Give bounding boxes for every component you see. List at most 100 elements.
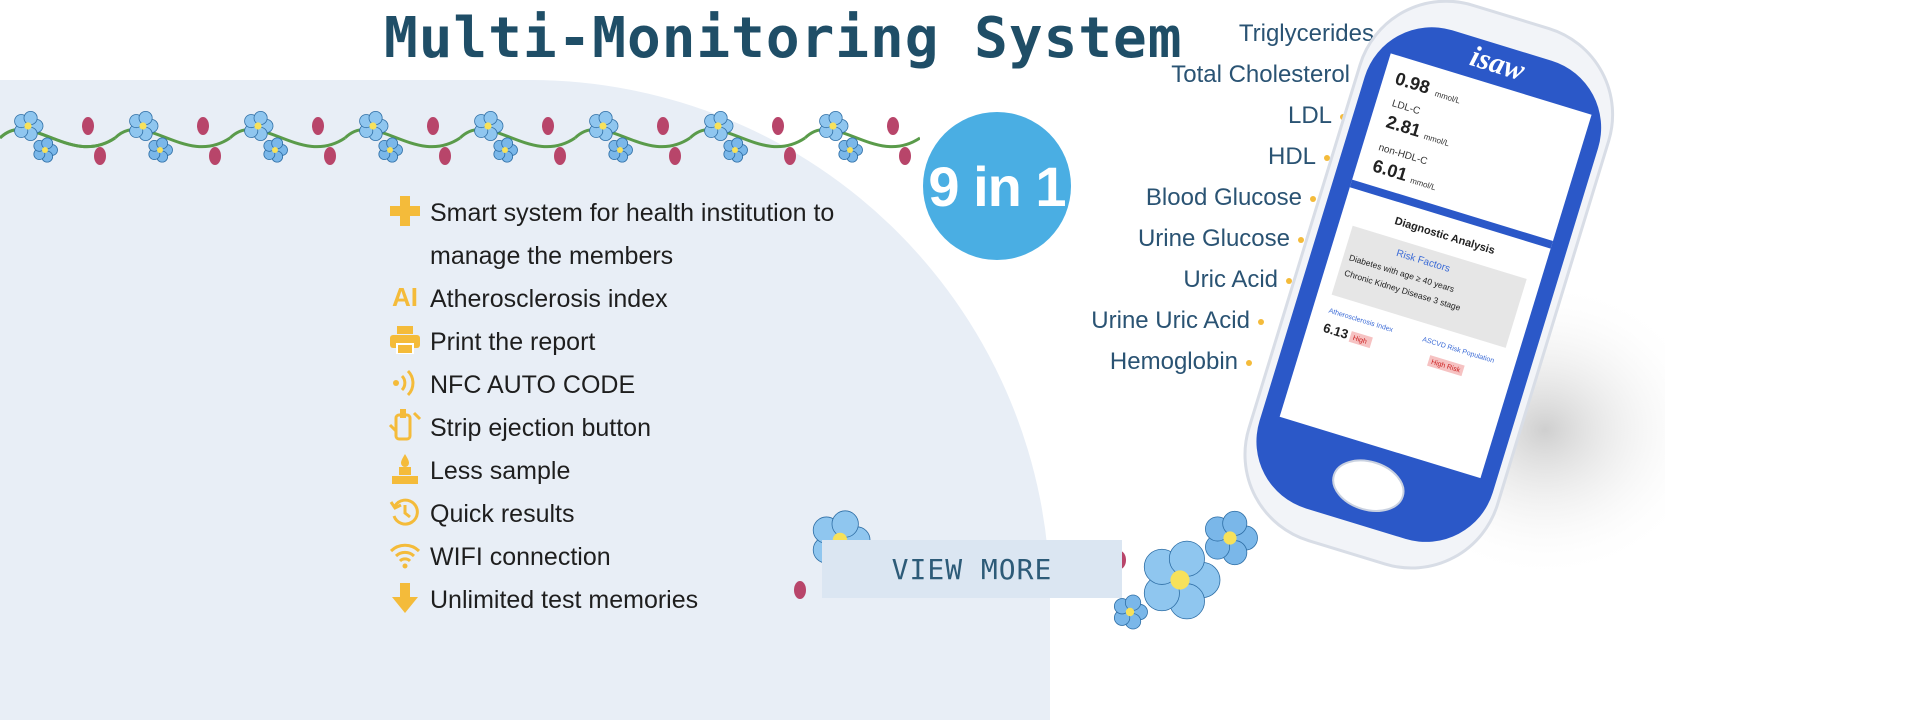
- ai-icon: AI: [388, 280, 422, 314]
- bud-icon: [542, 117, 554, 135]
- screen-divider: [1349, 179, 1553, 249]
- feature-label: NFC AUTO CODE: [430, 371, 636, 399]
- parameter-label: Total Cholesterol: [1171, 61, 1350, 88]
- feature-label: Unlimited test memories: [430, 586, 699, 614]
- nfc-icon: [388, 366, 422, 400]
- bud-icon: [324, 147, 336, 165]
- flower-icon: [608, 137, 633, 163]
- flower-icon: [1205, 510, 1258, 566]
- bud-icon: [312, 117, 324, 135]
- flower-icon: [14, 111, 44, 141]
- flower-garland: [0, 111, 920, 165]
- printer-icon: [388, 323, 422, 357]
- vine-stem: [573, 127, 691, 149]
- bud-icon: [887, 117, 899, 135]
- feature-item: AI Atherosclerosis index: [388, 278, 900, 321]
- vine-stem: [343, 127, 461, 149]
- flower-icon: [723, 137, 748, 163]
- flower-icon: [493, 137, 518, 163]
- bud-icon: [772, 117, 784, 135]
- risk-panel: [1331, 225, 1527, 348]
- nine-in-one-badge: 9 in 1: [923, 112, 1071, 260]
- download-arrow-icon: [388, 581, 422, 615]
- bud-icon: [439, 147, 451, 165]
- wifi-icon: [388, 538, 422, 572]
- feature-label: Smart system for health institution to m…: [430, 199, 835, 270]
- parameter-label: Urine Glucose: [1137, 225, 1290, 252]
- bullet-dot: [1324, 154, 1330, 161]
- feature-item: Quick results: [388, 493, 900, 536]
- feature-label: Print the report: [430, 328, 596, 356]
- clock-icon: [388, 495, 422, 529]
- view-more-button[interactable]: VIEW MORE: [822, 540, 1122, 598]
- page-title: Multi-Monitoring System: [384, 6, 1183, 71]
- device-illustration: isaw 0.98 mmol/L LDL-C 2.81 mmol/L non-H…: [1243, 0, 1665, 580]
- parameter-label: Hemoglobin: [1109, 348, 1238, 375]
- flower-icon: [148, 137, 173, 163]
- bullet-dot: [1258, 318, 1264, 325]
- bullet-dot: [1286, 277, 1292, 284]
- parameter-item: Urine Glucose: [1091, 223, 1304, 264]
- strip-eject-icon: [388, 409, 422, 443]
- flower-icon: [704, 111, 734, 141]
- bud-icon: [197, 117, 209, 135]
- flower-icon: [1113, 594, 1148, 630]
- parameter-label: Triglycerides: [1238, 20, 1374, 47]
- bud-icon: [554, 147, 566, 165]
- parameter-item: Uric Acid: [1091, 264, 1292, 305]
- flower-icon: [33, 137, 58, 163]
- parameter-label: LDL: [1287, 102, 1332, 129]
- parameter-list: Triglycerides Total Cholesterol LDL HDL …: [1091, 18, 1388, 387]
- bud-icon: [784, 147, 796, 165]
- vine-stem: [803, 127, 920, 149]
- parameter-item: Hemoglobin: [1091, 346, 1252, 387]
- parameter-item: LDL: [1091, 100, 1346, 141]
- feature-label: Less sample: [430, 457, 571, 485]
- bud-icon: [669, 147, 681, 165]
- feature-item: Unlimited test memories: [388, 579, 900, 622]
- feature-item: Smart system for health institution to m…: [388, 192, 900, 278]
- parameter-label: Uric Acid: [1183, 266, 1278, 293]
- ascvd-tag-bg: [1427, 355, 1465, 377]
- vine-stem: [228, 127, 346, 149]
- bullet-dot: [1246, 359, 1252, 366]
- feature-item: Less sample: [388, 450, 900, 493]
- parameter-item: Total Cholesterol: [1091, 59, 1364, 100]
- feature-list: Smart system for health institution to m…: [388, 192, 900, 622]
- vine-stem: [458, 127, 576, 149]
- bud-icon: [82, 117, 94, 135]
- bud-icon: [427, 117, 439, 135]
- flower-icon: [378, 137, 403, 163]
- feature-label: WIFI connection: [430, 543, 611, 571]
- feature-label: Atherosclerosis index: [430, 285, 668, 313]
- bullet-dot: [1310, 195, 1316, 202]
- parameter-label: Urine Uric Acid: [1091, 307, 1250, 334]
- bud-icon: [94, 147, 106, 165]
- flower-icon: [263, 137, 288, 163]
- ath-tag-bg: [1348, 331, 1373, 349]
- flower-icon: [1143, 540, 1221, 620]
- parameter-label: Blood Glucose: [1145, 184, 1302, 211]
- plus-cross-icon: [388, 194, 422, 228]
- bud-icon: [899, 147, 911, 165]
- flower-icon: [474, 111, 504, 141]
- flower-icon: [244, 111, 274, 141]
- device-home-button: [1332, 459, 1405, 512]
- flower-icon: [589, 111, 619, 141]
- flower-icon: [838, 137, 863, 163]
- vine-stem: [0, 127, 116, 149]
- ath-tag: High: [1352, 335, 1368, 346]
- vine-stem: [688, 127, 806, 149]
- flower-icon: [819, 111, 849, 141]
- bud-icon: [794, 581, 806, 599]
- feature-item: WIFI connection: [388, 536, 900, 579]
- feature-item: Print the report: [388, 321, 900, 364]
- parameter-item: Blood Glucose: [1091, 182, 1316, 223]
- parameter-label: HDL: [1267, 143, 1316, 170]
- bud-icon: [209, 147, 221, 165]
- bullet-dot: [1298, 236, 1304, 243]
- ai-icon-text: AI: [392, 281, 418, 312]
- feature-item: Strip ejection button: [388, 407, 900, 450]
- flower-icon: [359, 111, 389, 141]
- ath-value: 6.13: [1322, 320, 1351, 342]
